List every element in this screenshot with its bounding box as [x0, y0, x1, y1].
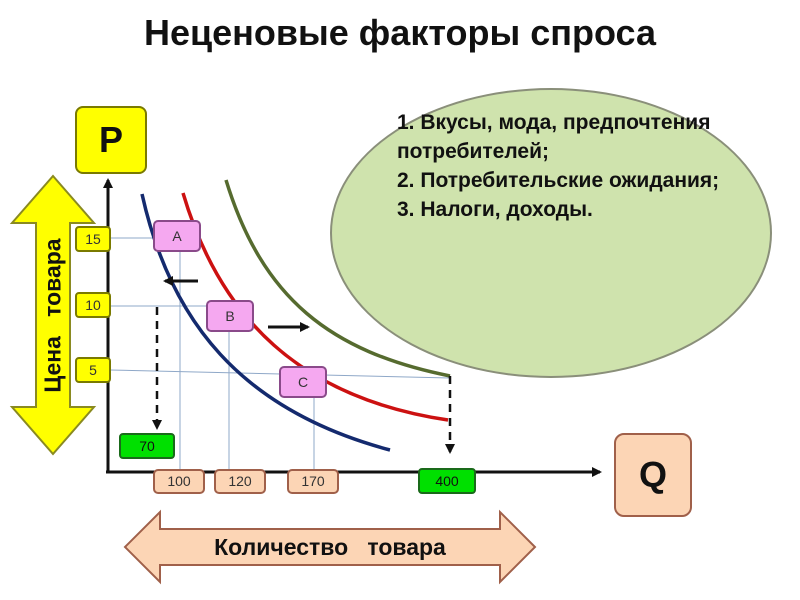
price-caption-text: Цена товара — [39, 237, 66, 393]
factors-ellipse — [330, 88, 772, 378]
quantity-70-box: 70 — [119, 433, 175, 459]
point-a: A — [153, 220, 201, 252]
demand-curve-right — [224, 179, 451, 378]
quantity-tick-100: 100 — [153, 469, 205, 494]
page-title: Неценовые факторы спроса — [144, 12, 656, 53]
point-c: C — [279, 366, 327, 398]
price-axis-label-box: P — [75, 106, 147, 174]
price-tick-5: 5 — [75, 357, 111, 383]
quantity-tick-120: 120 — [214, 469, 266, 494]
point-b: B — [206, 300, 254, 332]
quantity-400-box: 400 — [418, 468, 476, 494]
y-label-arrow — [9, 174, 97, 456]
factors-list: 1. Вкусы, мода, предпочтения потребителе… — [397, 111, 720, 221]
price-tick-15: 15 — [75, 226, 111, 252]
x-label-arrow — [123, 509, 537, 585]
quantity-tick-170: 170 — [287, 469, 339, 494]
quantity-caption: Количество товара — [214, 533, 446, 560]
quantity-axis-label-box: Q — [614, 433, 692, 517]
price-tick-10: 10 — [75, 292, 111, 318]
